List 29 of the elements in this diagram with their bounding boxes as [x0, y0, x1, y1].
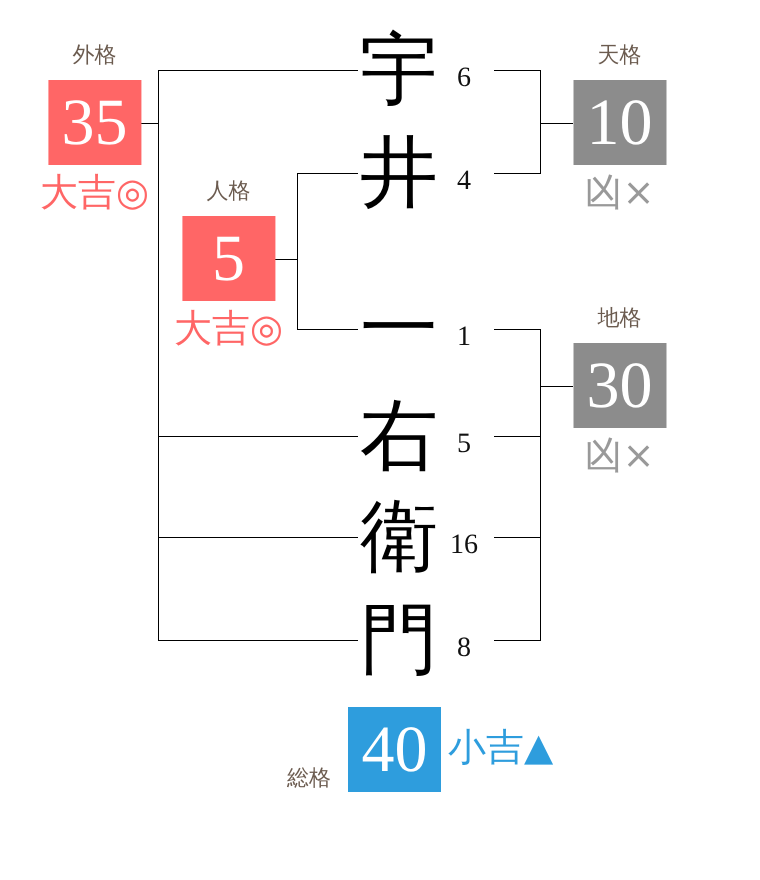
category-label: 地格: [598, 306, 642, 332]
name-character: 門: [360, 601, 438, 679]
category-label: 総格: [287, 766, 331, 792]
stroke-count: 5: [456, 429, 472, 459]
name-character: 宇: [360, 31, 438, 109]
name-character: 井: [360, 134, 438, 212]
stroke-count: 6: [456, 63, 472, 93]
score-box: 5: [182, 216, 275, 301]
category-label: 天格: [598, 43, 642, 69]
fortune-rating: 大吉◎: [40, 172, 150, 212]
category-label: 外格: [72, 43, 116, 69]
stroke-count: 8: [456, 633, 472, 663]
fortune-rating: 凶×: [584, 172, 654, 212]
connector-line: [274, 259, 358, 330]
name-character: 一: [360, 290, 438, 368]
score-box: 10: [573, 80, 666, 165]
name-character: 右: [360, 397, 438, 475]
fortune-rating: 小吉▲: [448, 726, 554, 766]
connector-line: [494, 123, 574, 174]
category-label: 人格: [206, 179, 250, 205]
stroke-count: 16: [449, 530, 479, 560]
name-character: 衛: [360, 498, 438, 576]
fortune-rating: 大吉◎: [174, 308, 284, 348]
score-box: 30: [573, 343, 666, 428]
stroke-count: 1: [456, 322, 472, 352]
stroke-count: 4: [456, 166, 472, 196]
score-box: 40: [348, 707, 441, 792]
score-box: 35: [48, 80, 141, 165]
fortune-rating: 凶×: [584, 435, 654, 475]
